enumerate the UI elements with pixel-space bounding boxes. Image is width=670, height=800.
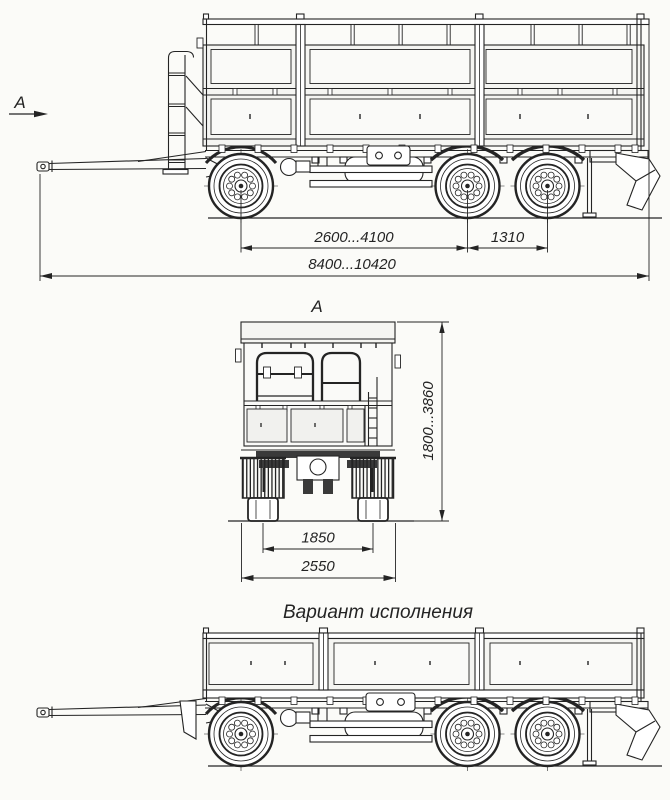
view-direction-marker <box>9 110 48 118</box>
left-handrail <box>255 351 315 401</box>
dim-axle-to-bogie: 2600...4100 <box>313 229 394 246</box>
front-view <box>228 321 449 582</box>
variant-drawbar <box>36 697 232 740</box>
toolbox <box>366 145 411 166</box>
front-suspension <box>256 451 380 494</box>
variant-cargo-body <box>202 627 645 705</box>
ladder <box>162 50 204 175</box>
cargo-body <box>196 13 650 153</box>
parking-jack <box>582 158 597 218</box>
variant-brake-chamber <box>279 708 311 728</box>
variant-tank-and-rails <box>309 708 433 743</box>
dim-overall-length: 8400...10420 <box>308 256 396 273</box>
drawbar <box>36 150 234 178</box>
right-handrail <box>320 351 362 401</box>
variant-toolbox <box>365 692 416 712</box>
side-view-direction-label: А <box>13 93 25 112</box>
front-brake-chamber <box>279 157 311 177</box>
side-view <box>9 13 662 281</box>
dim-overall-height: 1800...3860 <box>420 381 437 461</box>
front-view-label: А <box>310 297 322 316</box>
variant-mudflap-bracket <box>615 703 661 761</box>
dim-bogie-axles: 1310 <box>491 229 525 246</box>
dim-wheel-track: 1850 <box>301 530 335 547</box>
front-body <box>235 321 401 451</box>
variant-parking-jack <box>582 709 597 766</box>
variant-view <box>36 627 662 773</box>
dim-overall-width: 2550 <box>300 558 335 575</box>
side-view-dimensions <box>39 25 650 281</box>
rear-mudflap-bracket <box>615 152 661 211</box>
front-view-dimensions <box>241 321 449 582</box>
variant-caption: Вариант исполнения <box>283 602 473 623</box>
rear-access-ladder <box>367 377 378 446</box>
